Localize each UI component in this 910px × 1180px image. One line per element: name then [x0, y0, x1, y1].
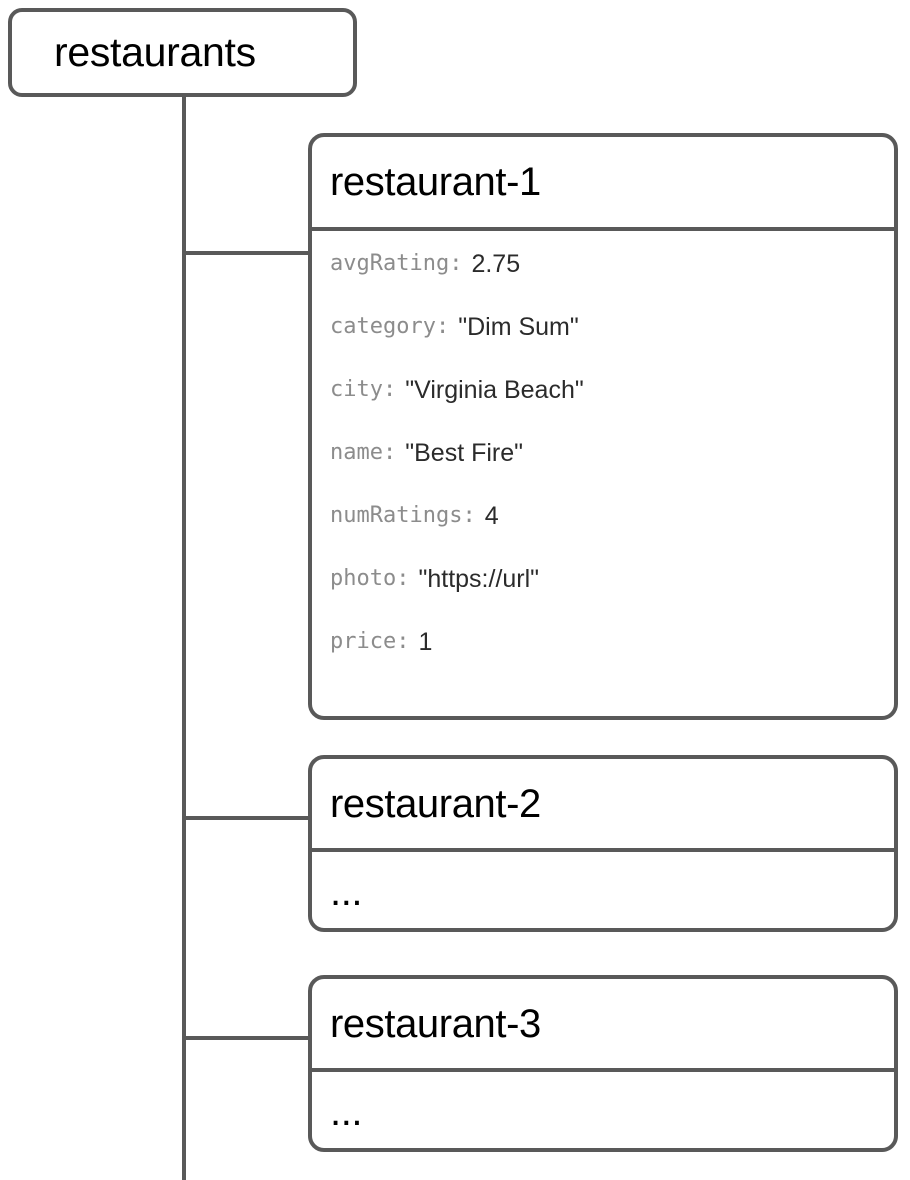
- collection-node-restaurants[interactable]: restaurants: [8, 8, 357, 97]
- ellipsis-label: ...: [330, 1090, 363, 1134]
- document-card-restaurant-2[interactable]: restaurant-2 ...: [308, 755, 898, 932]
- field-value: "https://url": [418, 565, 540, 593]
- document-field-row: city: "Virginia Beach": [330, 376, 894, 442]
- document-card-restaurant-1[interactable]: restaurant-1 avgRating: 2.75 category: "…: [308, 133, 898, 720]
- document-card-title: restaurant-1: [330, 160, 541, 204]
- document-field-row: avgRating: 2.75: [330, 250, 894, 316]
- branch-connector-restaurant-3: [182, 1036, 312, 1040]
- field-value: "Dim Sum": [458, 313, 579, 341]
- ellipsis-label: ...: [330, 870, 363, 914]
- field-key: price:: [330, 629, 410, 654]
- field-key: numRatings:: [330, 503, 476, 528]
- document-field-row: category: "Dim Sum": [330, 313, 894, 379]
- document-card-restaurant-3[interactable]: restaurant-3 ...: [308, 975, 898, 1152]
- field-key: category:: [330, 314, 450, 339]
- document-card-header: restaurant-1: [312, 137, 894, 231]
- document-card-title: restaurant-3: [330, 1001, 541, 1046]
- document-card-header: restaurant-2: [312, 759, 894, 852]
- branch-connector-restaurant-1: [182, 251, 312, 255]
- branch-connector-restaurant-2: [182, 816, 312, 820]
- field-key: avgRating:: [330, 251, 463, 276]
- field-value: 1: [418, 628, 433, 656]
- document-card-ellipsis-body: ...: [312, 1072, 894, 1148]
- document-card-title: restaurant-2: [330, 781, 541, 826]
- tree-trunk-line: [182, 97, 186, 1180]
- document-card-ellipsis-body: ...: [312, 852, 894, 928]
- field-value: "Virginia Beach": [405, 376, 584, 404]
- field-key: name:: [330, 440, 397, 465]
- document-field-row: price: 1: [330, 628, 894, 694]
- field-key: photo:: [330, 566, 410, 591]
- field-value: 2.75: [471, 250, 521, 278]
- field-key: city:: [330, 377, 397, 402]
- document-field-row: name: "Best Fire": [330, 439, 894, 505]
- document-field-row: photo: "https://url": [330, 565, 894, 631]
- field-value: 4: [484, 502, 499, 530]
- document-field-row: numRatings: 4: [330, 502, 894, 568]
- field-value: "Best Fire": [405, 439, 524, 467]
- collection-node-label: restaurants: [54, 29, 256, 75]
- document-field-list: avgRating: 2.75 category: "Dim Sum" city…: [312, 231, 894, 694]
- document-card-header: restaurant-3: [312, 979, 894, 1072]
